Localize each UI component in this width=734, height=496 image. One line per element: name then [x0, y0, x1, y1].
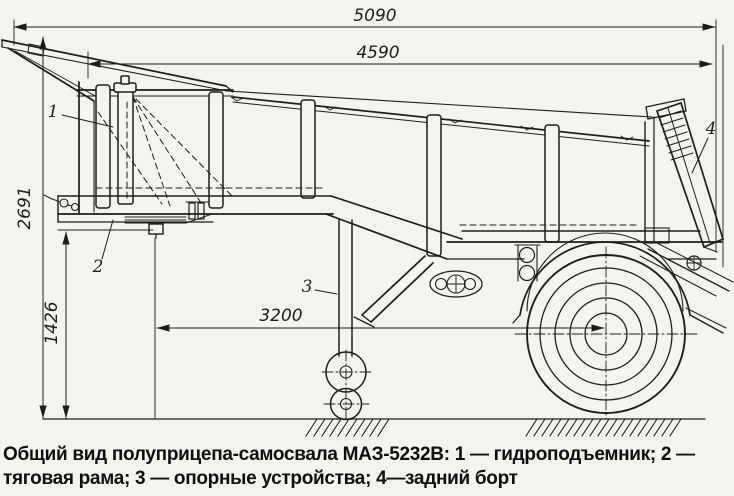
tow-frame — [43, 194, 334, 239]
dimension-lines: 5090 4590 2691 1426 3200 — [13, 6, 724, 419]
callout-2-tow-frame: 2 — [92, 257, 104, 277]
rear-frame — [446, 227, 734, 297]
callout-3-support-devices: 3 — [302, 277, 313, 297]
gooseneck-frame — [325, 195, 541, 298]
fender — [512, 232, 727, 334]
hydraulic-lift — [97, 75, 234, 207]
rear-wheel — [514, 246, 698, 420]
support-devices — [321, 219, 434, 421]
floor-hidden-line — [95, 187, 641, 226]
callout-4-rear-gate: 4 — [705, 119, 717, 139]
body-stakes — [95, 84, 560, 257]
dim-support-to-axle: 3200 — [259, 306, 302, 326]
callout-1-hydraulic-lift: 1 — [48, 102, 59, 122]
figure-caption: Общий вид полуприцепа-самосвала МАЗ-5232… — [3, 443, 731, 491]
ground-line — [42, 418, 706, 437]
dim-body-length: 4590 — [356, 43, 399, 63]
caption-line-1: Общий вид полуприцепа-самосвала МАЗ-5232… — [3, 444, 695, 465]
dim-coupling-height: 1426 — [42, 301, 62, 344]
dim-overall-length: 5090 — [353, 6, 396, 26]
top-rail — [76, 89, 650, 147]
caption-line-2: тяговая рама; 3 — опорные устройства; 4—… — [3, 468, 518, 489]
ground-hatching — [305, 418, 682, 437]
trailer-body — [1, 39, 734, 421]
callouts: 1 2 3 4 — [48, 102, 717, 297]
trailer-side-view-drawing: 5090 4590 2691 1426 3200 1 2 3 4 — [1, 6, 734, 437]
front-wall — [78, 81, 95, 215]
dim-overall-height: 2691 — [15, 186, 35, 229]
